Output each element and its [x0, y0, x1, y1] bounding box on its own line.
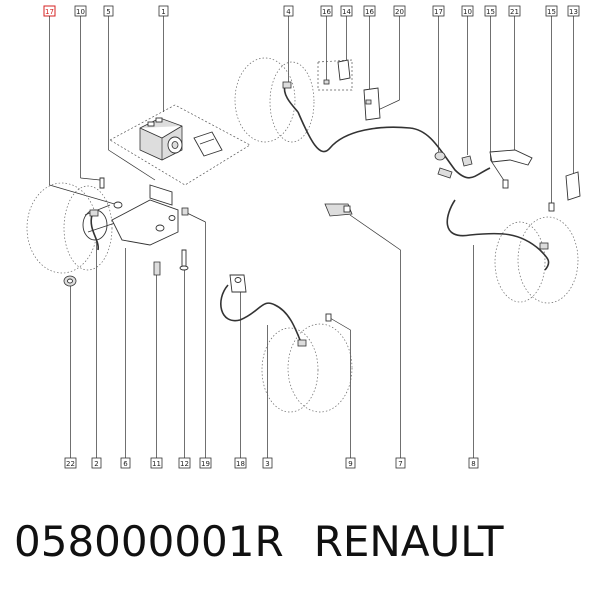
svg-text:8: 8: [471, 460, 475, 468]
washer-17: [113, 201, 123, 209]
left-brake-disc: [82, 204, 119, 241]
rear-left-sensor-3: [220, 284, 307, 347]
bracket-16: [363, 87, 381, 121]
bolt-12: [179, 249, 189, 271]
left-wheel-sensor-2: [89, 209, 99, 251]
top-label-17[interactable]: 17: [432, 5, 445, 17]
clip-16: [317, 59, 353, 91]
svg-text:1: 1: [161, 8, 165, 16]
bottom-label-12[interactable]: 12: [178, 457, 191, 469]
svg-text:3: 3: [265, 460, 269, 468]
svg-text:6: 6: [123, 460, 128, 468]
front-harness-wire: [297, 111, 491, 179]
svg-text:18: 18: [236, 460, 245, 468]
svg-text:16: 16: [322, 8, 331, 16]
top-label-10-b[interactable]: 10: [461, 5, 474, 17]
top-label-17-highlighted[interactable]: 17: [43, 5, 56, 17]
svg-text:7: 7: [398, 460, 402, 468]
svg-text:12: 12: [180, 460, 189, 468]
svg-text:17: 17: [45, 8, 54, 16]
connector-7: [324, 203, 353, 217]
svg-text:11: 11: [152, 460, 161, 468]
grommet-22: [63, 275, 77, 287]
svg-text:22: 22: [66, 460, 75, 468]
bottom-label-3[interactable]: 3: [262, 457, 273, 469]
top-label-14[interactable]: 14: [340, 5, 353, 17]
screw-15-b: [548, 202, 555, 212]
leader-lines: [49, 16, 574, 458]
part-caption: 058000001R RENAULT: [14, 512, 594, 572]
bottom-label-2[interactable]: 2: [91, 457, 102, 469]
svg-text:21: 21: [510, 8, 519, 16]
clip-10: [461, 155, 473, 167]
abs-bracket-6: [111, 184, 179, 246]
top-label-5[interactable]: 5: [103, 5, 114, 17]
rear-right-wheel-tire: [494, 216, 579, 304]
top-label-15-a[interactable]: 15: [484, 5, 497, 17]
svg-text:4: 4: [286, 8, 291, 16]
sensor-body-20: [437, 167, 453, 179]
bottom-label-6[interactable]: 6: [120, 457, 131, 469]
front-right-wheel-tire: [234, 57, 315, 143]
svg-text:9: 9: [348, 460, 352, 468]
svg-text:19: 19: [201, 460, 210, 468]
sensor-clip-18: [229, 274, 247, 293]
wheel-sensor-4: [282, 81, 299, 113]
nut-19: [181, 207, 189, 216]
bottom-label-22[interactable]: 22: [64, 457, 77, 469]
bolt-11: [153, 261, 161, 276]
svg-text:14: 14: [342, 8, 351, 16]
screw-10: [99, 177, 105, 189]
top-label-13[interactable]: 13: [567, 5, 580, 17]
top-label-21[interactable]: 21: [508, 5, 521, 17]
top-label-4[interactable]: 4: [283, 5, 294, 17]
clip-17: [434, 151, 446, 161]
rear-right-sensor-8: [446, 199, 550, 271]
part-number: 058000001R: [14, 517, 284, 566]
top-label-10[interactable]: 10: [74, 5, 87, 17]
screw-9: [325, 313, 332, 322]
svg-text:13: 13: [569, 8, 578, 16]
bottom-label-18[interactable]: 18: [234, 457, 247, 469]
bracket-14: [337, 59, 351, 81]
bottom-label-7[interactable]: 7: [395, 457, 406, 469]
screw-15-a: [502, 179, 509, 189]
svg-text:20: 20: [395, 8, 404, 16]
bottom-label-19[interactable]: 19: [199, 457, 212, 469]
svg-text:10: 10: [76, 8, 85, 16]
svg-text:10: 10: [463, 8, 472, 16]
svg-text:15: 15: [547, 8, 556, 16]
top-label-1[interactable]: 1: [158, 5, 169, 17]
top-label-16-a[interactable]: 16: [320, 5, 333, 17]
bracket-21: [489, 149, 533, 166]
svg-text:17: 17: [434, 8, 443, 16]
top-label-20[interactable]: 20: [393, 5, 406, 17]
instruction-booklet-icon: [193, 131, 223, 157]
rear-left-wheel-tire: [261, 323, 353, 413]
bottom-label-11[interactable]: 11: [150, 457, 163, 469]
svg-text:15: 15: [486, 8, 495, 16]
brand-name: RENAULT: [313, 517, 504, 566]
svg-text:2: 2: [94, 460, 98, 468]
bottom-label-8[interactable]: 8: [468, 457, 479, 469]
bracket-13: [565, 171, 581, 201]
bottom-label-9[interactable]: 9: [345, 457, 356, 469]
svg-text:16: 16: [365, 8, 374, 16]
abs-hydraulic-unit-1[interactable]: [139, 117, 183, 161]
top-label-16-b[interactable]: 16: [363, 5, 376, 17]
top-label-15-b[interactable]: 15: [545, 5, 558, 17]
svg-text:5: 5: [106, 8, 110, 16]
abs-unit-group: [109, 104, 251, 186]
